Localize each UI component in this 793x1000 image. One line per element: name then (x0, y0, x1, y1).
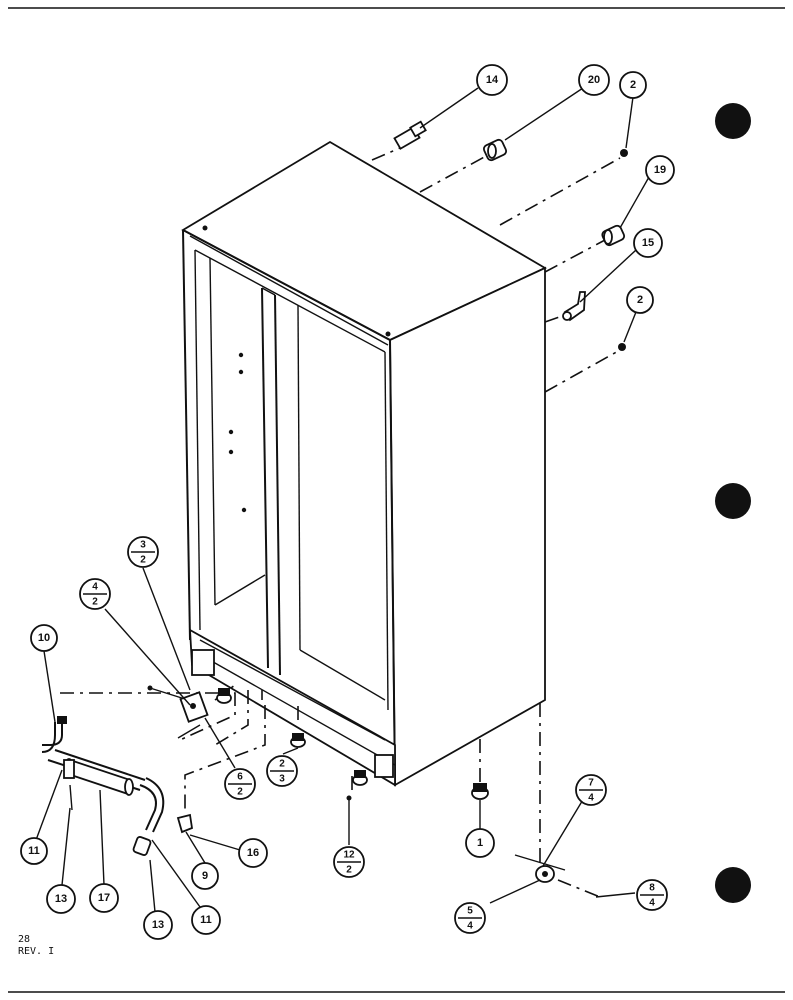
callout-13-right: 13 (143, 910, 173, 940)
part-19-bushing (601, 224, 626, 247)
svg-text:3: 3 (279, 774, 285, 785)
svg-text:2: 2 (279, 759, 285, 770)
leveling-leg-mid (290, 733, 306, 748)
callout-11-left: 11 (20, 837, 48, 865)
part-9-clip (176, 813, 193, 834)
binder-hole-top (715, 103, 751, 139)
callout-13-left: 13 (46, 884, 76, 914)
part-2-screw-lower (618, 343, 626, 351)
callout-19: 19 (645, 155, 675, 185)
callout-6-over-2: 6 2 (224, 768, 256, 800)
svg-text:20: 20 (588, 74, 600, 86)
svg-text:13: 13 (152, 919, 164, 931)
svg-text:11: 11 (28, 845, 40, 857)
page-number: 28 (18, 934, 30, 945)
svg-text:12: 12 (343, 850, 355, 861)
svg-text:10: 10 (38, 632, 50, 644)
svg-text:6: 6 (237, 772, 243, 783)
water-valve-fitting (514, 854, 566, 883)
svg-text:2: 2 (92, 597, 98, 608)
svg-text:15: 15 (642, 237, 654, 249)
svg-text:8: 8 (649, 883, 655, 894)
svg-text:2: 2 (237, 787, 243, 798)
part-20-bushing (482, 138, 508, 162)
svg-text:4: 4 (467, 921, 473, 932)
callout-16: 16 (238, 838, 268, 868)
callout-9: 9 (191, 862, 219, 890)
revision-label: REV. I (18, 946, 54, 957)
part-2-screw-upper (620, 149, 628, 157)
callout-20: 20 (578, 64, 610, 96)
part-17-water-tube-assembly (41, 716, 165, 856)
svg-text:4: 4 (588, 793, 594, 804)
callout-2-upper: 2 (619, 71, 647, 99)
callout-5-over-4: 5 4 (454, 902, 486, 934)
svg-text:13: 13 (55, 893, 67, 905)
svg-text:2: 2 (637, 294, 643, 306)
svg-text:5: 5 (467, 906, 473, 917)
binder-hole-bottom (715, 867, 751, 903)
svg-text:9: 9 (202, 870, 208, 882)
svg-text:14: 14 (486, 74, 499, 86)
leveling-leg-right (352, 770, 368, 786)
hinge-assembly (147, 685, 209, 739)
callout-15: 15 (633, 228, 663, 258)
part-12-screw (346, 795, 352, 801)
svg-text:7: 7 (588, 778, 594, 789)
svg-text:16: 16 (247, 847, 259, 859)
callout-8-over-4: 8 4 (636, 879, 668, 911)
binder-hole-middle (715, 483, 751, 519)
part-1-leveling-leg (471, 783, 489, 800)
callout-17: 17 (89, 883, 119, 913)
svg-text:11: 11 (200, 914, 212, 926)
callout-14: 14 (476, 64, 508, 96)
svg-text:4: 4 (649, 898, 655, 909)
callout-2-lower: 2 (626, 286, 654, 314)
svg-text:17: 17 (98, 892, 110, 904)
svg-text:19: 19 (654, 164, 666, 176)
svg-text:1: 1 (477, 837, 483, 849)
part-13-clamp-left (63, 759, 75, 811)
callout-3-over-2: 3 2 (127, 536, 159, 568)
callout-11-right: 11 (191, 905, 221, 935)
svg-text:2: 2 (346, 865, 352, 876)
callout-4-over-2: 4 2 (79, 578, 111, 610)
callout-1: 1 (465, 828, 495, 858)
refrigerator-cabinet (181, 140, 547, 787)
svg-text:2: 2 (630, 79, 636, 91)
callout-leaders (35, 87, 650, 913)
leveling-leg-left (216, 688, 232, 704)
svg-text:4: 4 (92, 582, 98, 593)
callout-10: 10 (30, 624, 58, 652)
svg-text:3: 3 (140, 540, 146, 551)
part-15-bracket (562, 291, 586, 322)
callout-7-over-4: 7 4 (575, 774, 607, 806)
svg-text:2: 2 (140, 555, 146, 566)
callout-2-over-3: 2 3 (266, 755, 298, 787)
callout-12-over-2: 12 2 (333, 846, 365, 878)
part-14-valve-fitting (393, 120, 427, 150)
